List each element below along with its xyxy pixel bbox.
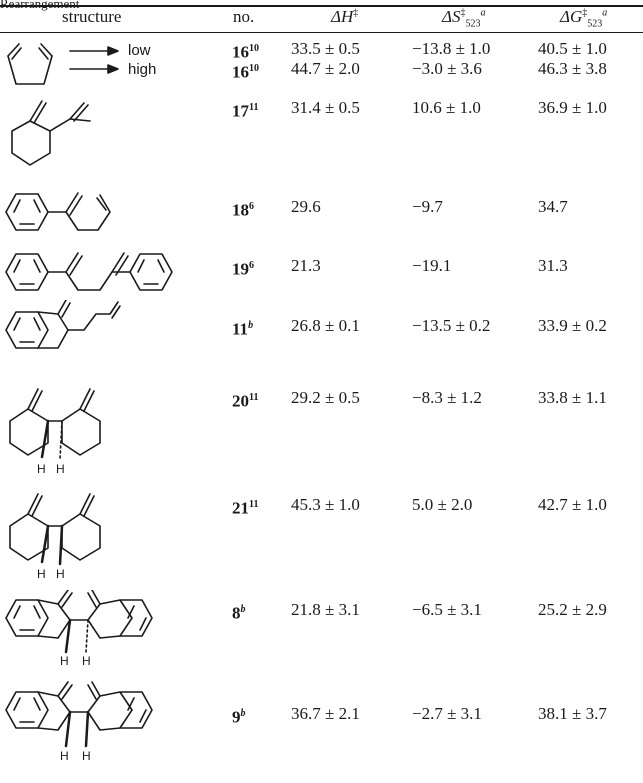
row-4-dG: 31.3 <box>538 256 568 275</box>
row-6-dG: 33.8 ± 1.1 <box>538 388 607 407</box>
header-dG: ΔG‡523a <box>560 7 608 30</box>
header-no: no. <box>233 7 255 26</box>
row-6-dH: 29.2 ± 0.5 <box>291 388 360 407</box>
structure-11 <box>5 300 121 349</box>
structure-18 <box>5 192 111 231</box>
row-7-dH: 45.3 ± 1.0 <box>291 495 360 514</box>
svg-text:H: H <box>56 462 65 476</box>
row-1-dH: 44.7 ± 2.0 <box>291 59 360 78</box>
row-2-dG: 36.9 ± 1.0 <box>538 98 607 117</box>
row-6-dS: −8.3 ± 1.2 <box>412 388 482 407</box>
row-8-dG: 25.2 ± 2.9 <box>538 600 607 619</box>
row-0-dG: 40.5 ± 1.0 <box>538 39 607 58</box>
row-9-dS: −2.7 ± 3.1 <box>412 704 482 723</box>
header-dH: ΔH‡ <box>331 7 359 26</box>
row-5-dH: 26.8 ± 0.1 <box>291 316 360 335</box>
row-6-no: 2011 <box>232 391 259 411</box>
header-rule <box>0 32 643 33</box>
row-5-dS: −13.5 ± 0.2 <box>412 316 491 335</box>
row-3-dG: 34.7 <box>538 197 568 216</box>
row-2-dS: 10.6 ± 1.0 <box>412 98 481 117</box>
row-9-no: 9b <box>232 707 246 727</box>
svg-text:H: H <box>37 462 46 476</box>
label-high: high <box>128 61 157 78</box>
svg-text:H: H <box>37 567 46 581</box>
row-5-dG: 33.9 ± 0.2 <box>538 316 607 335</box>
structure-19 <box>5 252 173 291</box>
label-low: low <box>128 42 151 59</box>
row-0-no: 1610 <box>232 42 259 62</box>
row-3-dS: −9.7 <box>412 197 443 216</box>
structure-21: H H <box>9 493 101 581</box>
arrows <box>69 46 119 74</box>
header-dS: ΔS‡523a <box>442 7 486 30</box>
row-5-no: 11b <box>232 319 254 339</box>
structure-8: H H <box>5 590 153 668</box>
row-9-dH: 36.7 ± 2.1 <box>291 704 360 723</box>
row-7-dS: 5.0 ± 2.0 <box>412 495 473 514</box>
row-1-dG: 46.3 ± 3.8 <box>538 59 607 78</box>
row-9-dG: 38.1 ± 3.7 <box>538 704 607 723</box>
row-4-no: 196 <box>232 259 254 279</box>
top-rule <box>0 5 643 7</box>
row-2-dH: 31.4 ± 0.5 <box>291 98 360 117</box>
row-8-no: 8b <box>232 603 246 623</box>
row-0-dS: −13.8 ± 1.0 <box>412 39 491 58</box>
structure-17 <box>11 100 91 166</box>
row-4-dH: 21.3 <box>291 256 321 275</box>
row-7-no: 2111 <box>232 498 259 518</box>
svg-text:H: H <box>56 567 65 581</box>
svg-text:H: H <box>60 749 69 763</box>
row-1-dS: −3.0 ± 3.6 <box>412 59 482 78</box>
svg-text:H: H <box>82 654 91 668</box>
row-2-no: 1711 <box>232 101 259 121</box>
structure-16 <box>7 43 53 85</box>
row-4-dS: −19.1 <box>412 256 452 275</box>
row-3-no: 186 <box>232 200 254 220</box>
row-1-no: 1610 <box>232 62 259 82</box>
row-8-dH: 21.8 ± 3.1 <box>291 600 360 619</box>
row-8-dS: −6.5 ± 3.1 <box>412 600 482 619</box>
row-3-dH: 29.6 <box>291 197 321 216</box>
row-7-dG: 42.7 ± 1.0 <box>538 495 607 514</box>
svg-text:H: H <box>82 749 91 763</box>
structure-9: H H <box>5 681 153 763</box>
header-structure: structure <box>62 7 122 26</box>
structure-20: H H <box>9 388 101 476</box>
svg-text:H: H <box>60 654 69 668</box>
row-0-dH: 33.5 ± 0.5 <box>291 39 360 58</box>
